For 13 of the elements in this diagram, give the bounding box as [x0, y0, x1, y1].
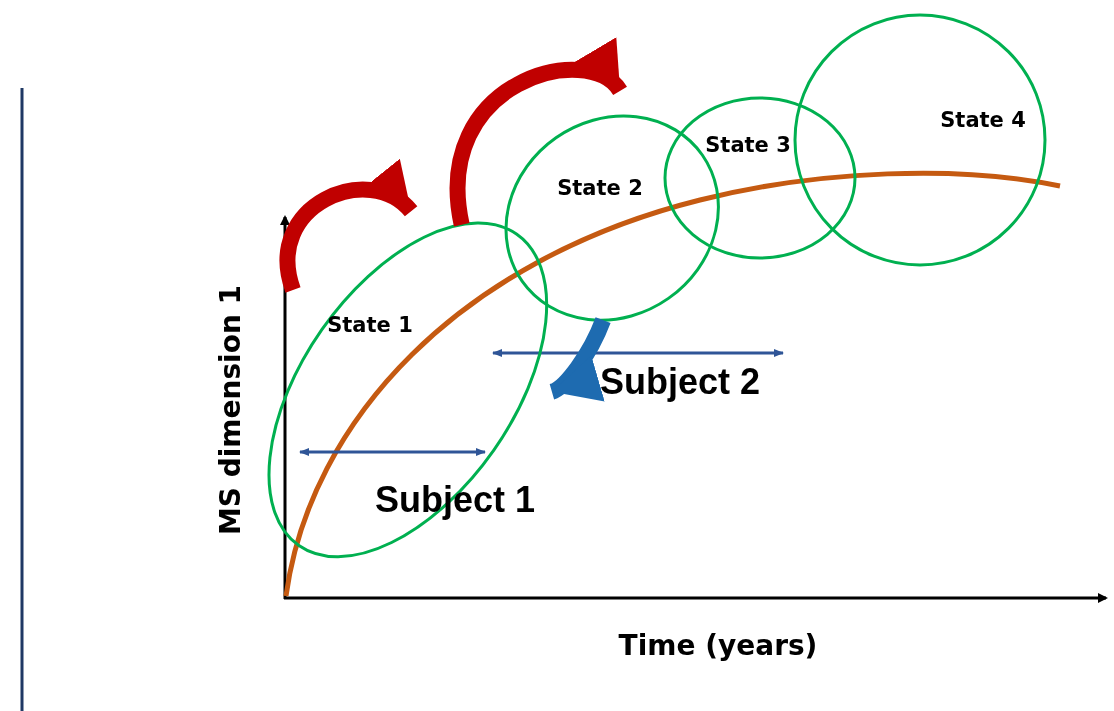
- curved-arrow: [548, 317, 611, 400]
- state-ellipse: [269, 223, 547, 557]
- state-label: State 3: [705, 133, 791, 157]
- state-label: State 1: [327, 313, 413, 337]
- subject-label: Subject 2: [599, 361, 761, 403]
- curved-arrow: [449, 39, 626, 226]
- state-ellipse: [795, 15, 1045, 265]
- state-ellipse: [665, 98, 855, 258]
- state-label: State 4: [940, 108, 1026, 132]
- axis-title: Time (years): [618, 628, 818, 662]
- curved-arrow: [280, 160, 417, 292]
- state-label: State 2: [557, 176, 643, 200]
- axis-title: MS dimension 1: [213, 284, 247, 536]
